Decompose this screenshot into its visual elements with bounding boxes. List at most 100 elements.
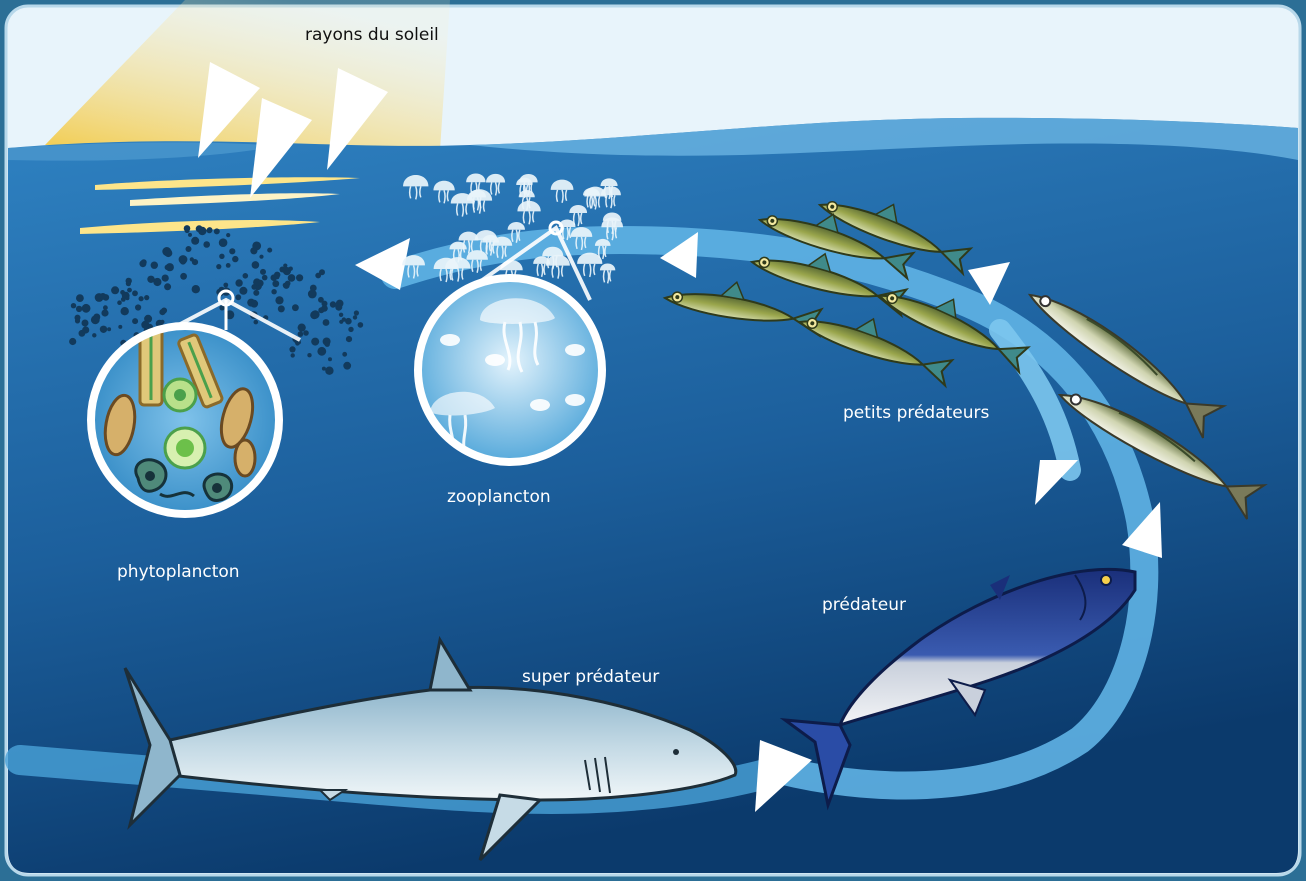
phytoplankton-dot [248, 302, 252, 306]
phytoplankton-dot [100, 293, 107, 300]
phytoplankton-dot [323, 319, 330, 326]
phytoplankton-dot [125, 296, 129, 300]
phytoplankton-dot [307, 353, 311, 357]
phytoplankton-dot [92, 333, 96, 337]
phytoplankton-dot [260, 269, 266, 275]
phytoplankton-dot [94, 317, 99, 322]
phytoplankton-dot [253, 290, 259, 296]
label-sun-rays: rayons du soleil [305, 25, 439, 45]
phytoplankton-dot [303, 330, 309, 336]
phytoplankton-dot [328, 357, 332, 361]
phytoplankton-dot [289, 267, 293, 271]
phytoplankton-dot [311, 310, 320, 319]
phytoplankton-dot [121, 307, 129, 315]
phytoplankton-dot [76, 294, 84, 302]
phytoplankton-dot [250, 247, 257, 254]
phytoplankton-dot [132, 318, 138, 324]
phytoplankton-dot [190, 257, 194, 261]
phytoplankton-dot [165, 265, 170, 270]
label-predator: prédateur [822, 595, 906, 615]
phytoplankton-dot [151, 262, 158, 269]
phytoplankton-dot [298, 331, 304, 337]
phytoplankton-dot [318, 297, 324, 303]
phytoplankton-dot [239, 287, 247, 295]
phytoplankton-dot [259, 255, 263, 259]
phytoplankton-dot [229, 248, 235, 254]
phytoplankton-dot [292, 304, 299, 311]
phytoplankton-dot [325, 342, 330, 347]
phytoplankton-dot [285, 281, 291, 287]
phytoplankton-dot [192, 285, 200, 293]
phytoplankton-dot [135, 304, 141, 310]
phytoplankton-dot [164, 283, 171, 290]
phytoplankton-dot [343, 362, 351, 370]
phytoplankton-dot [232, 256, 238, 262]
label-super-predator: super prédateur [522, 667, 659, 687]
phytoplankton-dot [161, 308, 167, 314]
phytoplankton-dot [188, 233, 192, 237]
phytoplankton-dot [342, 352, 347, 357]
phytoplankton-dot [298, 324, 306, 332]
phytoplankton-dot [101, 309, 108, 316]
phytoplankton-dot [254, 320, 259, 325]
phytoplankton-dot [311, 338, 319, 346]
phytoplankton-dot [275, 296, 283, 304]
phytoplankton-dot [289, 346, 295, 352]
phytoplankton-dot [139, 260, 146, 267]
phytoplankton-dot [322, 367, 326, 371]
phytoplankton-dot [103, 305, 108, 310]
phytoplankton-dot [226, 263, 231, 268]
phytoplankton-dot [319, 269, 325, 275]
phytoplankton-dot [345, 318, 352, 325]
phytoplankton-dot [71, 303, 76, 308]
phytoplankton-dot [180, 258, 186, 264]
phytoplankton-dot [76, 318, 80, 322]
phytoplankton-dot [358, 322, 364, 328]
phytoplankton-dot [107, 327, 111, 331]
phytoplankton-dot [223, 283, 228, 288]
phytoplankton-dot [279, 267, 285, 273]
phytoplankton-dot [139, 296, 144, 301]
phytoplankton-dot [69, 338, 76, 345]
phytoplankton-dot [235, 294, 241, 300]
phytoplankton-dot [203, 241, 210, 248]
phytoplankton-dot [252, 261, 260, 269]
phytoplankton-dot [243, 273, 249, 279]
phytoplankton-dot [147, 276, 154, 283]
phytoplankton-dot [291, 353, 295, 357]
phytoplankton-dot [308, 290, 317, 299]
phytoplankton-dot [267, 248, 272, 253]
phytoplankton-dot [317, 347, 326, 356]
phytoplankton-dot [219, 254, 224, 259]
phytoplankton-dot [82, 320, 89, 327]
phytoplankton-dot [321, 305, 328, 312]
phytoplankton-dot [207, 228, 213, 234]
phytoplankton-dot [226, 233, 230, 237]
phytoplankton-dot [272, 280, 279, 287]
phytoplankton-dot [180, 273, 187, 280]
phytoplankton-dot [348, 327, 353, 332]
phytoplankton-dot [100, 326, 107, 333]
phytoplankton-dot [82, 326, 89, 333]
phytoplankton-dot [162, 275, 169, 282]
phytoplankton-dot [288, 274, 296, 282]
phytoplankton-dot [160, 320, 164, 324]
label-zooplankton: zooplancton [447, 487, 551, 507]
phytoplankton-dot [118, 325, 122, 329]
phytoplankton-dot [132, 290, 138, 296]
phytoplankton-dot [164, 249, 172, 257]
phytoplankton-dot [196, 225, 203, 232]
phytoplankton-dot [214, 228, 220, 234]
phytoplankton-dot [296, 274, 303, 281]
phytoplankton-dot [216, 264, 221, 269]
phytoplankton-dot [191, 237, 199, 245]
phytoplankton-dot [275, 275, 280, 280]
phytoplankton-dot [82, 304, 91, 313]
phytoplankton-dot [185, 228, 190, 233]
phytoplankton-dot [335, 304, 342, 311]
phytoplankton-dot [141, 321, 149, 329]
phytoplankton-dot [354, 310, 359, 315]
phytoplankton-dot [117, 300, 122, 305]
